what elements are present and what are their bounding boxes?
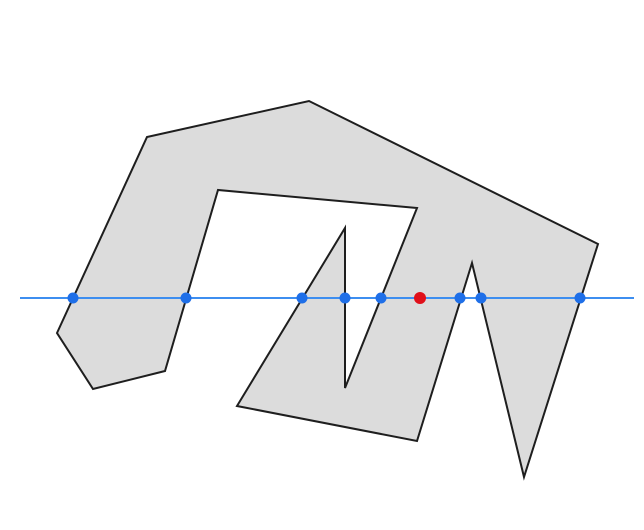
query-point xyxy=(414,292,426,304)
intersection-point-2 xyxy=(180,292,192,304)
intersection-point-3 xyxy=(296,292,308,304)
intersection-point-5 xyxy=(375,292,387,304)
intersection-points xyxy=(67,292,586,304)
intersection-point-7 xyxy=(475,292,487,304)
polygon-shape xyxy=(55,99,600,481)
intersection-point-4 xyxy=(339,292,351,304)
intersection-point-8 xyxy=(574,292,586,304)
intersection-point-1 xyxy=(67,292,79,304)
intersection-point-6 xyxy=(454,292,466,304)
